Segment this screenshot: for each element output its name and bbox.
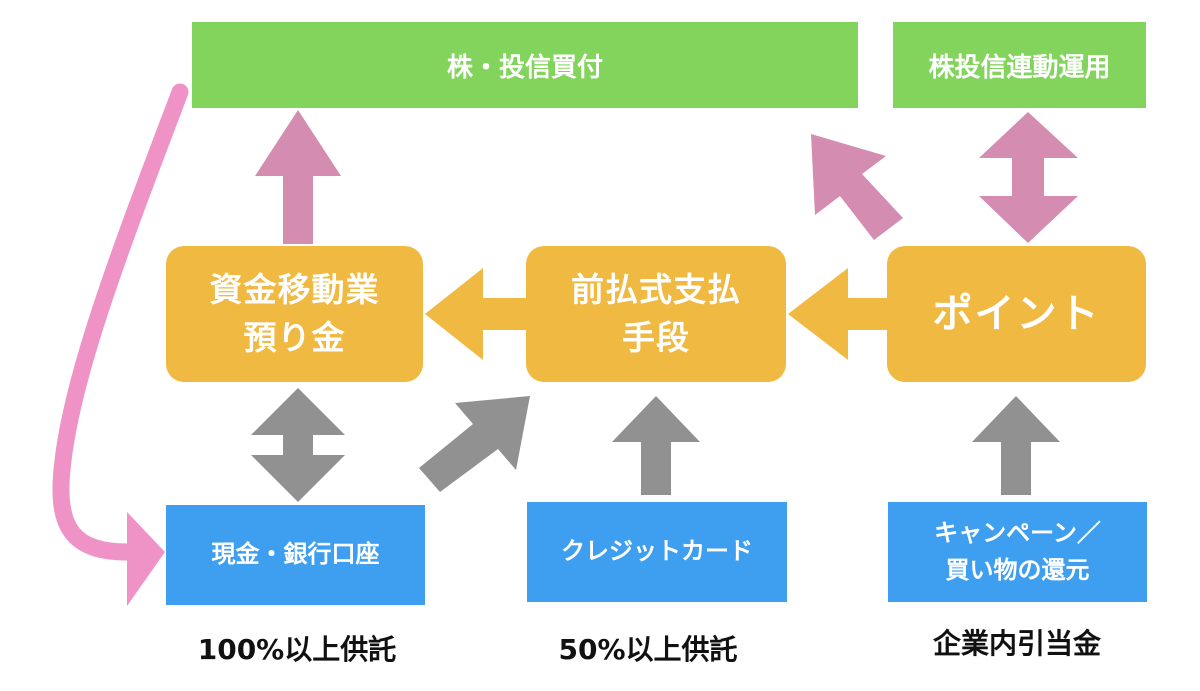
arrow-cash-to-prepaid xyxy=(419,396,530,492)
arrow-points-linked-double xyxy=(979,112,1078,243)
stock-linked-label: 株投信連動運用 xyxy=(928,52,1111,83)
arrow-campaign-to-points xyxy=(972,396,1060,495)
points-label: ポイント xyxy=(932,291,1101,337)
prepaid-label: 前払式支払 手段 xyxy=(571,270,741,357)
arrow-points-to-prepaid xyxy=(788,268,887,360)
cash-bank-label: 現金・銀行口座 xyxy=(211,540,380,569)
stock-purchase-box: 株・投信買付 xyxy=(192,22,858,108)
deposit-label: 資金移動業 預り金 xyxy=(209,270,380,357)
arrow-deposit-to-purchase xyxy=(255,110,341,244)
arrow-points-to-purchase xyxy=(811,134,903,240)
stock-linked-box: 株投信連動運用 xyxy=(893,22,1146,108)
deposit-ratio-caption: 100%以上供託 xyxy=(197,633,397,666)
arrow-prepaid-to-deposit xyxy=(425,268,526,360)
arrow-credit-to-prepaid xyxy=(612,396,700,495)
credit-card-label: クレジットカード xyxy=(561,537,753,566)
stock-purchase-label: 株・投信買付 xyxy=(446,52,603,83)
deposit-box: 資金移動業 預り金 xyxy=(166,246,423,382)
credit-card-box: クレジットカード xyxy=(527,502,787,602)
prepaid-box: 前払式支払 手段 xyxy=(526,246,786,382)
campaign-box: キャンペーン／ 買い物の還元 xyxy=(888,502,1147,602)
prepaid-ratio-caption: 50%以上供託 xyxy=(558,633,738,666)
arrow-deposit-cash-double xyxy=(251,388,345,502)
cash-bank-box: 現金・銀行口座 xyxy=(166,505,425,605)
points-source-caption: 企業内引当金 xyxy=(932,627,1101,660)
campaign-label: キャンペーン／ 買い物の還元 xyxy=(934,518,1101,584)
curve-arrow-to-cash xyxy=(52,83,189,606)
points-box: ポイント xyxy=(887,246,1146,382)
